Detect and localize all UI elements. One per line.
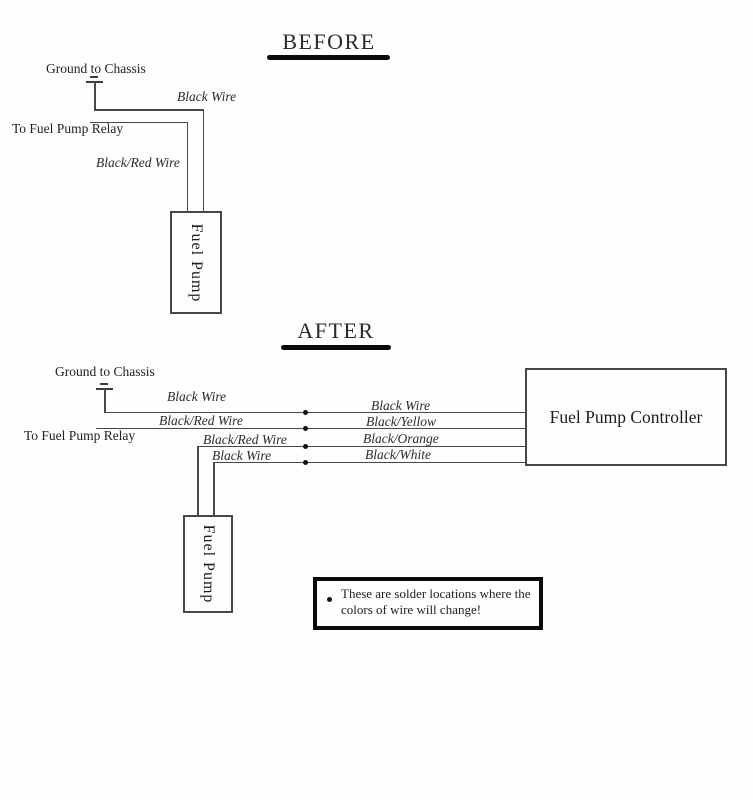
after-title: AFTER — [297, 318, 375, 343]
before-ground-wire-vertical — [94, 82, 96, 109]
after-fuel-pump-box: Fuel Pump — [183, 515, 233, 613]
before-relay-label: To Fuel Pump Relay — [12, 121, 124, 136]
after-ground-wire-vertical — [104, 389, 106, 412]
after-wire1-right-label: Black Wire — [371, 398, 431, 413]
before-black-wire-horizontal — [94, 109, 204, 111]
legend-text: These are solder locations where the col… — [341, 586, 531, 617]
solder-dot-icon — [303, 425, 308, 431]
solder-dot-icon — [303, 459, 308, 465]
after-wire2 — [96, 427, 525, 429]
solder-dot-icon — [327, 597, 332, 602]
after-wire2-left-label: Black/Red Wire — [159, 413, 243, 428]
before-title-underline — [267, 55, 390, 60]
solder-dot-icon — [303, 443, 308, 449]
before-black-red-wire-label: Black/Red Wire — [96, 155, 180, 170]
after-ground-label: Ground to Chassis — [55, 364, 155, 379]
before-title: BEFORE — [282, 29, 376, 54]
after-wire4-vertical — [213, 461, 215, 516]
before-relay-wire-horizontal — [90, 121, 187, 123]
before-ground-label: Ground to Chassis — [46, 61, 146, 76]
after-wire3-left-label: Black/Red Wire — [203, 432, 287, 447]
after-wire2-right-label: Black/Yellow — [366, 414, 436, 429]
before-black-wire-label: Black Wire — [177, 89, 237, 104]
after-relay-label: To Fuel Pump Relay — [24, 428, 136, 443]
after-wire4-right-label: Black/White — [365, 447, 431, 462]
solder-dot-icon — [303, 409, 308, 415]
fuel-pump-controller-label: Fuel Pump Controller — [549, 406, 703, 427]
after-wire3 — [197, 445, 525, 447]
after-wire3-vertical — [197, 445, 199, 516]
before-fuel-pump-label: Fuel Pump — [188, 223, 205, 302]
before-relay-wire-vertical — [186, 121, 188, 213]
after-wire4 — [213, 461, 525, 463]
after-fuel-pump-label: Fuel Pump — [200, 524, 217, 604]
after-wire1 — [104, 411, 525, 413]
after-wire1-left-label: Black Wire — [167, 389, 227, 404]
after-wire4-left-label: Black Wire — [212, 448, 272, 463]
after-wire3-right-label: Black/Orange — [363, 431, 439, 446]
before-black-wire-vertical — [202, 109, 204, 212]
after-title-underline — [281, 345, 391, 350]
legend-box: These are solder locations where the col… — [313, 577, 543, 630]
fuel-pump-controller-box: Fuel Pump Controller — [525, 368, 727, 466]
before-fuel-pump-box: Fuel Pump — [170, 211, 222, 314]
